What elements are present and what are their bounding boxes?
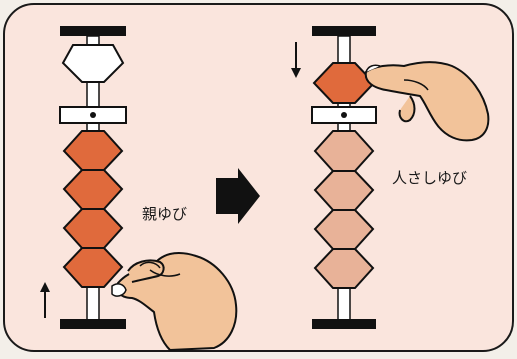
right-top-frame <box>312 26 376 36</box>
left-abacus <box>59 26 127 329</box>
index-finger-label: 人さしゆび <box>392 169 468 187</box>
down-arrow-icon <box>291 42 301 78</box>
right-bottom-frame <box>312 319 376 329</box>
index-finger-hand-icon <box>364 61 490 142</box>
left-earth-bead-4 <box>62 247 124 288</box>
thumb-hand-icon <box>111 252 238 352</box>
right-abacus <box>311 26 377 329</box>
right-earth-bead-4 <box>313 248 375 289</box>
left-beam-dot <box>90 112 96 118</box>
right-beam-dot <box>341 112 347 118</box>
left-top-frame <box>60 26 126 36</box>
right-arrow-icon <box>216 168 260 224</box>
left-heaven-bead <box>61 44 125 83</box>
thumb-label: 親ゆび <box>142 205 188 223</box>
left-bottom-frame <box>60 319 126 329</box>
up-arrow-icon <box>40 282 50 318</box>
right-heaven-bead <box>312 62 376 104</box>
